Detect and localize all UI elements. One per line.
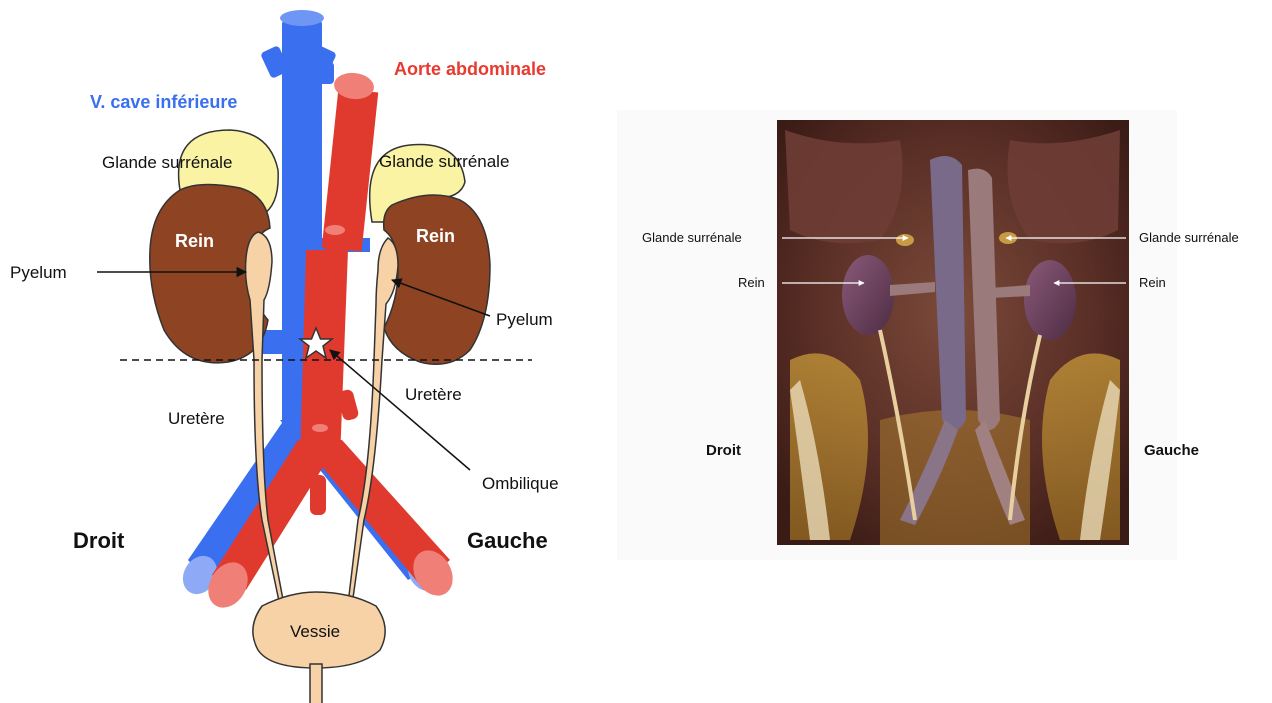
label-rein-droit: Rein [175, 231, 214, 251]
urethra [310, 664, 322, 703]
photo-label-glande-right: Glande surrénale [1139, 230, 1239, 245]
label-uretere-droit: Uretère [168, 409, 225, 428]
label-veine-cave: V. cave inférieure [90, 92, 237, 112]
label-uretere-gauche: Uretère [405, 385, 462, 404]
kidney-left [384, 195, 490, 364]
label-vessie: Vessie [290, 622, 340, 641]
photo-label-rein-left: Rein [738, 275, 765, 290]
label-gauche: Gauche [467, 528, 548, 553]
photo-label-gauche: Gauche [1144, 442, 1199, 459]
label-glande-droite: Glande surrénale [102, 153, 232, 172]
photo-kidney-right [842, 255, 894, 335]
photo-label-rein-right: Rein [1139, 275, 1166, 290]
dissection-photo: Glande surrénale Rein Glande surrénale R… [617, 110, 1239, 560]
label-glande-gauche: Glande surrénale [379, 152, 509, 171]
schematic-diagram: Aorte abdominale V. cave inférieure Glan… [10, 10, 559, 703]
label-droit: Droit [73, 528, 125, 553]
photo-kidney-left [1024, 260, 1076, 340]
photo-label-droit: Droit [706, 442, 741, 459]
label-rein-gauche: Rein [416, 226, 455, 246]
photo-label-glande-left: Glande surrénale [642, 230, 742, 245]
label-pyelum-gauche: Pyelum [496, 310, 553, 329]
label-pyelum-droit: Pyelum [10, 263, 67, 282]
label-ombilique: Ombilique [482, 474, 559, 493]
label-aorte: Aorte abdominale [394, 59, 546, 79]
